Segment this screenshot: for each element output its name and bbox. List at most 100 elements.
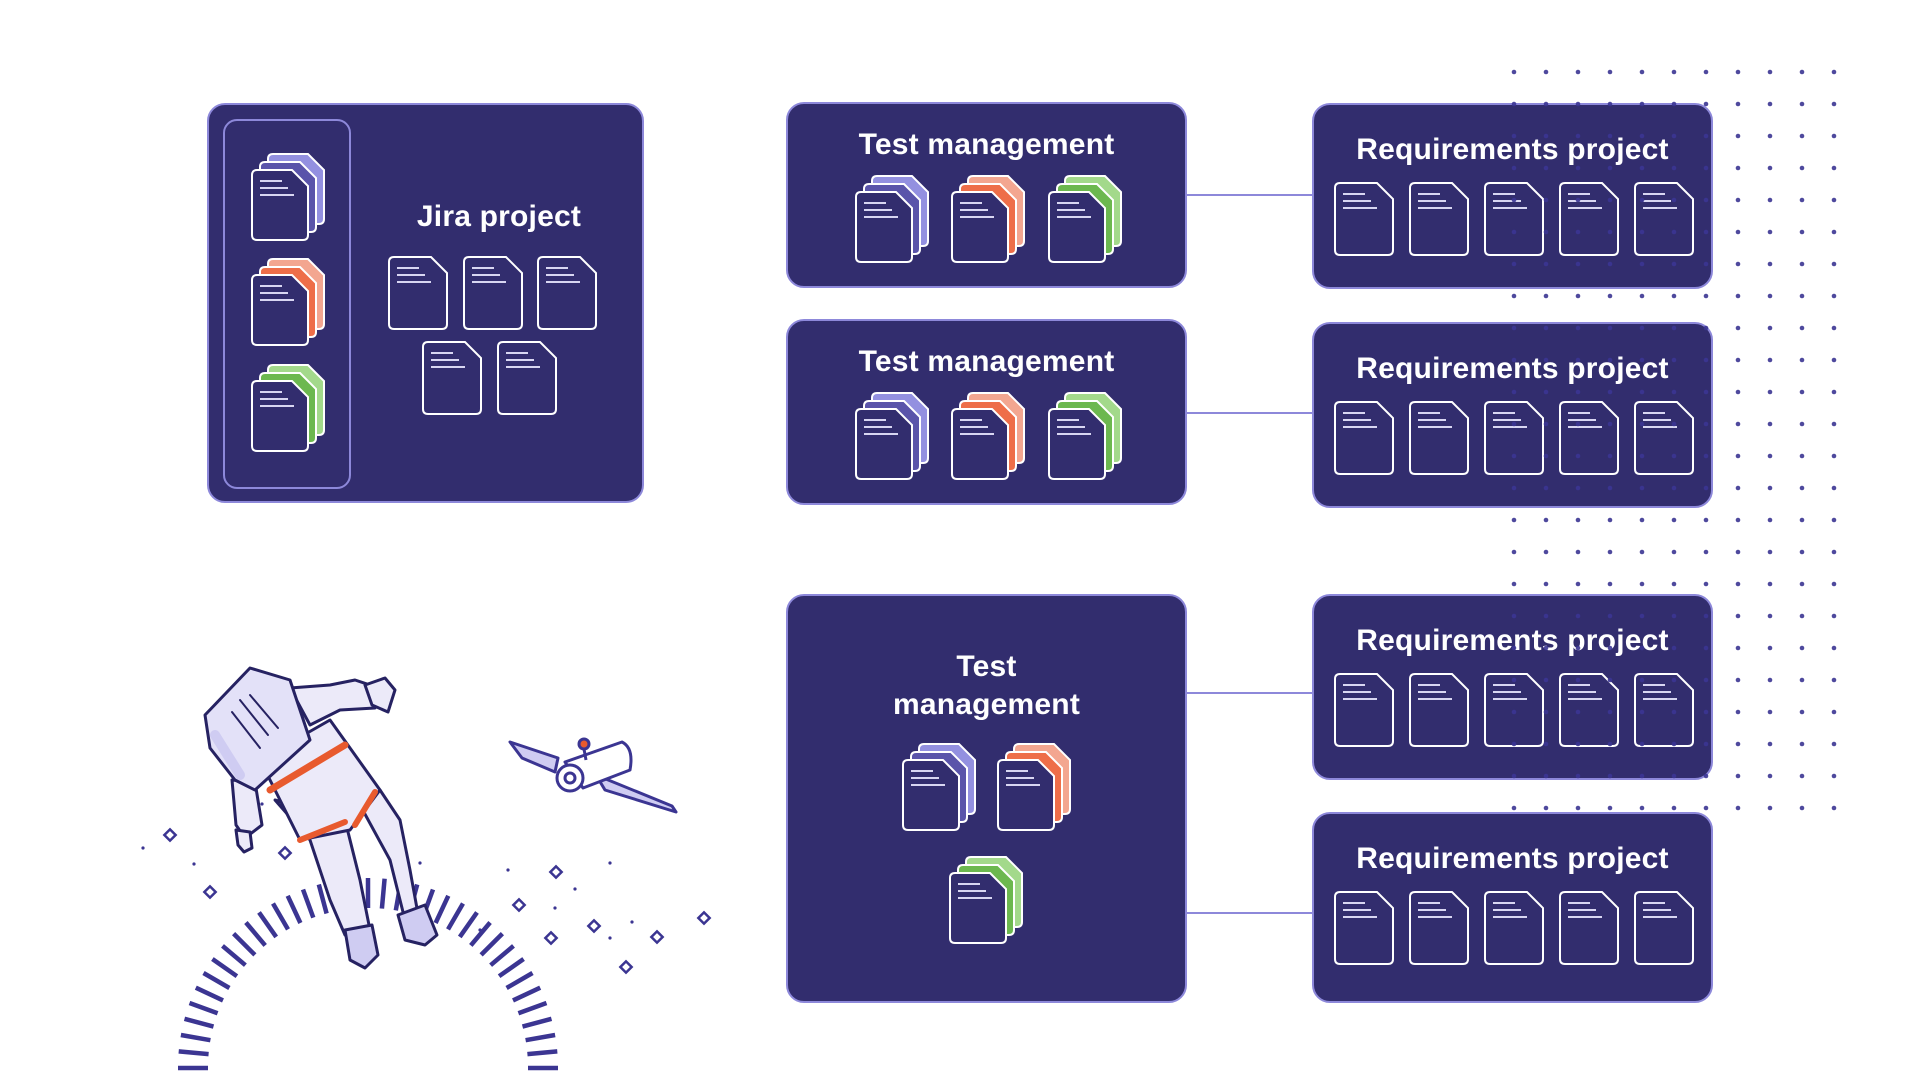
star-dot — [192, 862, 196, 866]
stars-decoration — [141, 802, 712, 975]
star-icon — [277, 845, 293, 861]
horizon-dash — [479, 932, 504, 957]
horizon-dash — [183, 1016, 215, 1029]
document-stack-icon — [251, 364, 327, 454]
connector-line — [1187, 912, 1313, 914]
horizon-dash — [271, 902, 290, 931]
horizon-dash — [469, 921, 492, 947]
jira-project-box: Jira project — [207, 103, 644, 503]
document-icon — [1559, 673, 1619, 747]
document-stack-icon — [951, 175, 1027, 265]
horizon-dash — [188, 1000, 219, 1016]
star-icon — [202, 884, 218, 900]
document-icon — [537, 256, 597, 330]
requirements-project-title: Requirements project — [1356, 133, 1669, 166]
document-icon — [1334, 891, 1394, 965]
test-management-box-2: Test management — [786, 319, 1187, 505]
star-icon — [618, 959, 634, 975]
test-management-title: Test management — [858, 128, 1115, 161]
star-dot — [630, 920, 634, 924]
horizon-dash — [194, 985, 224, 1003]
jira-project-title: Jira project — [416, 200, 582, 233]
document-icon — [1634, 891, 1694, 965]
document-icon — [1634, 673, 1694, 747]
document-icon — [1484, 401, 1544, 475]
horizon-dash — [527, 1049, 558, 1057]
horizon-dash — [505, 971, 534, 990]
star-icon — [543, 930, 559, 946]
horizon-dash — [285, 894, 303, 924]
document-icon — [1334, 182, 1394, 256]
horizon-dash — [257, 911, 279, 939]
test-management-box-3: Test management — [786, 594, 1187, 1003]
star-icon — [586, 918, 602, 934]
document-icon — [1634, 182, 1694, 256]
requirements-project-box-3: Requirements project — [1312, 594, 1713, 780]
document-stack-icon — [997, 743, 1073, 833]
horizon-dash — [244, 921, 267, 947]
requirements-project-box-2: Requirements project — [1312, 322, 1713, 508]
document-icon — [1559, 401, 1619, 475]
star-dot — [418, 861, 422, 865]
connector-line — [1187, 194, 1313, 196]
requirements-project-title: Requirements project — [1356, 842, 1669, 875]
horizon-dash — [525, 1032, 556, 1043]
horizon-dash — [433, 894, 451, 924]
document-icon — [1409, 182, 1469, 256]
horizon-dash — [316, 883, 329, 915]
horizon-dash — [517, 1000, 548, 1016]
document-icon — [1334, 673, 1394, 747]
horizon-dash — [202, 971, 231, 990]
document-icon — [1559, 182, 1619, 256]
star-icon — [162, 827, 178, 843]
horizon-dash — [211, 957, 239, 979]
star-dot — [478, 928, 482, 932]
requirements-project-title: Requirements project — [1356, 624, 1669, 657]
star-dot — [573, 887, 577, 891]
document-stack-icon — [855, 392, 931, 482]
star-dot — [608, 861, 612, 865]
test-management-title-line2: management — [892, 688, 1081, 721]
connector-line — [1187, 412, 1313, 414]
document-icon — [1559, 891, 1619, 965]
document-stack-icon — [251, 153, 327, 243]
horizon-dash — [300, 888, 316, 919]
jira-issue-types-panel — [223, 119, 351, 489]
test-management-title: Test management — [858, 345, 1115, 378]
star-icon — [696, 910, 712, 926]
document-icon — [1484, 182, 1544, 256]
star-dot — [260, 802, 264, 806]
horizon-dash — [512, 985, 542, 1003]
document-stack-icon — [949, 856, 1025, 946]
star-icon — [548, 864, 564, 880]
star-dot — [608, 936, 612, 940]
document-icon — [463, 256, 523, 330]
document-stack-icon — [251, 258, 327, 348]
document-icon — [497, 341, 557, 415]
document-stack-icon — [951, 392, 1027, 482]
star-dot — [506, 868, 510, 872]
star-icon — [649, 929, 665, 945]
document-icon — [388, 256, 448, 330]
requirements-project-box-4: Requirements project — [1312, 812, 1713, 1003]
document-icon — [422, 341, 482, 415]
astronaut-figure — [203, 666, 439, 970]
star-dot — [141, 846, 145, 850]
document-icon — [1409, 673, 1469, 747]
document-icon — [1634, 401, 1694, 475]
document-stack-icon — [1048, 175, 1124, 265]
document-stack-icon — [1048, 392, 1124, 482]
requirements-project-title: Requirements project — [1356, 352, 1669, 385]
document-icon — [1484, 673, 1544, 747]
document-icon — [1334, 401, 1394, 475]
satellite-icon — [508, 737, 678, 814]
test-management-title-line1: Test — [956, 650, 1017, 683]
connector-line — [1187, 692, 1313, 694]
horizon-dash — [178, 1049, 209, 1057]
document-icon — [1409, 891, 1469, 965]
horizon-dash — [446, 902, 465, 931]
star-icon — [511, 897, 527, 913]
horizon-dash — [497, 957, 525, 979]
document-stack-icon — [902, 743, 978, 833]
